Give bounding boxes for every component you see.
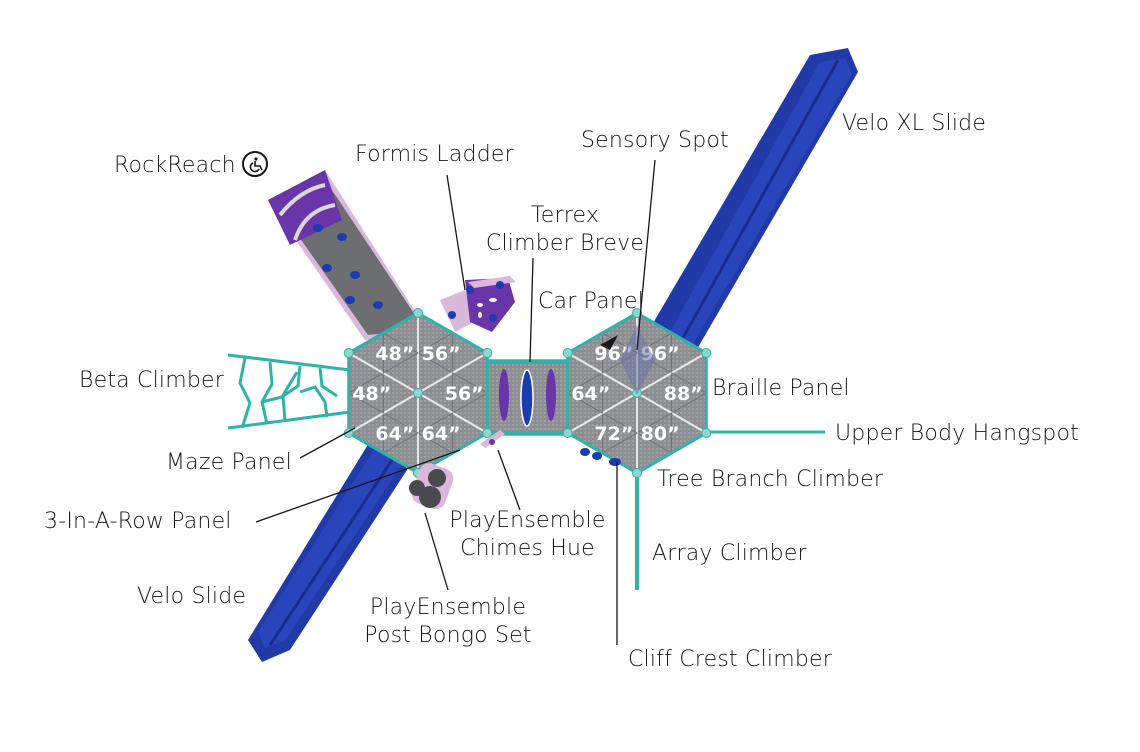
deck-panel-pattern: [347, 372, 384, 414]
terrex-climber-breve: [486, 359, 568, 436]
wheelchair-accessible-icon: [241, 151, 268, 177]
label-formis-ladder: Formis Ladder: [355, 142, 514, 167]
deck-panel-pattern: [416, 332, 454, 374]
left-hex-deck: 56” 56” 64” 64” 48” 48”: [343, 308, 493, 478]
deck-post: [701, 428, 712, 438]
label-maze-panel: Maze Panel: [166, 450, 292, 475]
left-deck-height-label: 48”: [375, 343, 414, 365]
label-velo-xl-slide: Velo XL Slide: [842, 111, 987, 136]
left-deck-height-label: 64”: [375, 423, 414, 445]
deck-post: [343, 348, 354, 358]
deck-panel-pattern: [452, 372, 489, 414]
label-braille-panel: Braille Panel: [712, 376, 850, 401]
right-deck-height-label: 80”: [641, 423, 680, 445]
deck-panel-pattern: [671, 372, 708, 414]
right-deck-height-label: 72”: [594, 423, 633, 445]
label-car-panel: Car Panel: [538, 289, 645, 314]
playensemble-post-bongo-set: [409, 463, 454, 510]
leader-chimes: [497, 449, 521, 511]
playensemble-chimes-hue: [480, 430, 505, 448]
left-deck-height-label: 56”: [422, 343, 461, 365]
deck-panel-pattern: [636, 412, 673, 454]
deck-post: [562, 348, 573, 358]
label-upper-body-hangspot: Upper Body Hangspot: [835, 421, 1079, 446]
right-deck-height-label: 88”: [664, 383, 703, 405]
deck-post: [632, 468, 642, 478]
deck-panel-pattern: [382, 412, 420, 454]
cliff-crest-climber: [580, 448, 621, 466]
label-tree-branch-climber: Tree Branch Climber: [657, 467, 884, 492]
label-3-in-a-row-panel: 3-In-A-Row Panel: [44, 509, 232, 534]
left-deck-height-label: 48”: [352, 383, 391, 405]
leader-lines: [255, 159, 656, 645]
label-velo-slide: Velo Slide: [137, 584, 247, 609]
label-chimes-line1: PlayEnsemble: [449, 508, 606, 533]
leader-formis: [446, 174, 466, 291]
deck-panel-pattern: [601, 332, 638, 374]
deck-panel-pattern: [636, 332, 673, 374]
rockreach-climber: [268, 170, 430, 340]
label-array-climber: Array Climber: [652, 541, 807, 566]
deck-post: [562, 428, 573, 438]
label-bongo-line2: Post Bongo Set: [364, 623, 532, 648]
deck-panel-pattern: [382, 332, 420, 374]
label-chimes-line2: Chimes Hue: [460, 536, 595, 561]
leader-3inarow: [255, 449, 461, 523]
label-bongo-line1: PlayEnsemble: [369, 595, 527, 620]
deck-post: [482, 348, 493, 358]
deck-post: [632, 308, 642, 318]
right-hex-deck: 96”88”80”72”64”96”: [562, 308, 712, 478]
deck-panel-pattern: [601, 412, 638, 454]
sensory-spot: [600, 325, 655, 395]
deck-panel-pattern: [416, 412, 454, 454]
right-deck-height-label: 64”: [571, 383, 610, 405]
formis-ladder: [440, 276, 516, 332]
leader-bongo: [424, 512, 449, 591]
leader-sensory: [636, 159, 656, 351]
deck-post: [482, 428, 493, 438]
label-terrex-line1: Terrex: [530, 203, 600, 228]
leader-terrex: [529, 257, 534, 363]
label-beta-climber: Beta Climber: [79, 368, 225, 393]
deck-post: [413, 308, 423, 318]
label-cliff-crest-climber: Cliff Crest Climber: [628, 647, 832, 672]
left-deck-height-label: 64”: [422, 423, 461, 445]
label-rockreach: RockReach: [114, 151, 268, 180]
deck-panel-pattern: [566, 372, 603, 414]
label-sensory-spot: Sensory Spot: [581, 128, 729, 153]
deck-post: [413, 388, 423, 398]
deck-post: [701, 348, 712, 358]
beta-climber: [227, 353, 351, 430]
leader-maze: [299, 427, 356, 459]
label-terrex-line2: Climber Breve: [485, 231, 645, 256]
left-deck-height-label: 56”: [445, 383, 484, 405]
